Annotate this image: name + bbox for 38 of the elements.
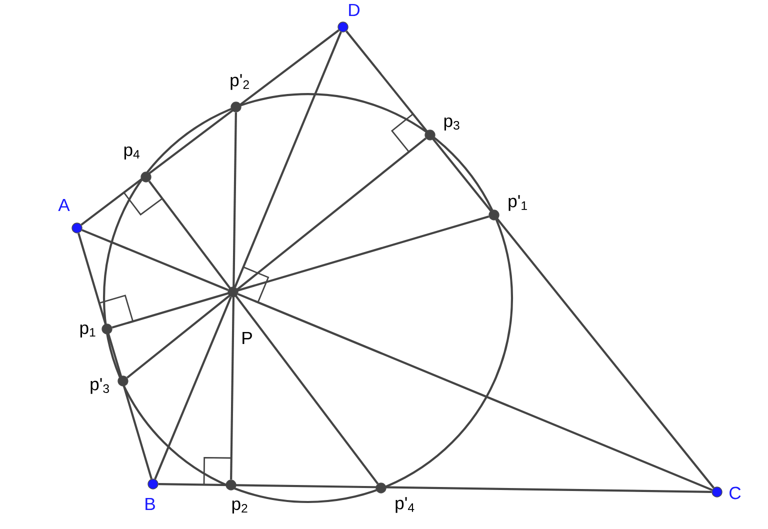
line-segment bbox=[234, 32, 342, 288]
point: p'$_{1}$ bbox=[488, 195, 527, 220]
node-label: p$_{1}$ bbox=[80, 324, 96, 338]
node-label: p'$_{1}$ bbox=[508, 195, 527, 211]
line-segment bbox=[154, 296, 232, 480]
line-segment bbox=[80, 29, 340, 226]
node-label: P bbox=[242, 332, 252, 344]
point: C bbox=[712, 486, 741, 500]
node-label: B bbox=[146, 498, 155, 510]
line-segment bbox=[230, 112, 237, 480]
node-label: p$_{3}$ bbox=[444, 117, 460, 131]
node-label: D bbox=[349, 4, 360, 16]
line-segment bbox=[238, 293, 712, 491]
line-segment bbox=[158, 483, 712, 493]
node-label: C bbox=[730, 486, 741, 500]
line-segment bbox=[78, 232, 152, 480]
point: p$_{4}$ bbox=[124, 146, 152, 182]
node-label: p$_{2}$ bbox=[232, 500, 248, 514]
node-label: p'$_{4}$ bbox=[396, 497, 414, 513]
node-label: A bbox=[58, 198, 70, 212]
point: p$_{3}$ bbox=[424, 117, 460, 140]
point: P bbox=[228, 286, 252, 344]
point: p'$_{2}$ bbox=[230, 74, 249, 112]
line-segment bbox=[112, 216, 490, 328]
node-label: p'$_{3}$ bbox=[90, 378, 109, 394]
point: p'$_{3}$ bbox=[90, 376, 128, 394]
point: B bbox=[146, 478, 158, 510]
point: A bbox=[58, 198, 82, 234]
point: p$_{1}$ bbox=[80, 324, 112, 338]
line-segment bbox=[346, 30, 714, 488]
line-segment bbox=[82, 229, 228, 291]
node-label: p'$_{2}$ bbox=[230, 74, 249, 90]
node-label: p$_{4}$ bbox=[124, 146, 140, 160]
point: D bbox=[338, 4, 360, 32]
line-segment bbox=[126, 138, 426, 378]
point: p'$_{4}$ bbox=[376, 482, 414, 513]
line-segment bbox=[148, 180, 379, 484]
point: p$_{2}$ bbox=[226, 480, 248, 514]
